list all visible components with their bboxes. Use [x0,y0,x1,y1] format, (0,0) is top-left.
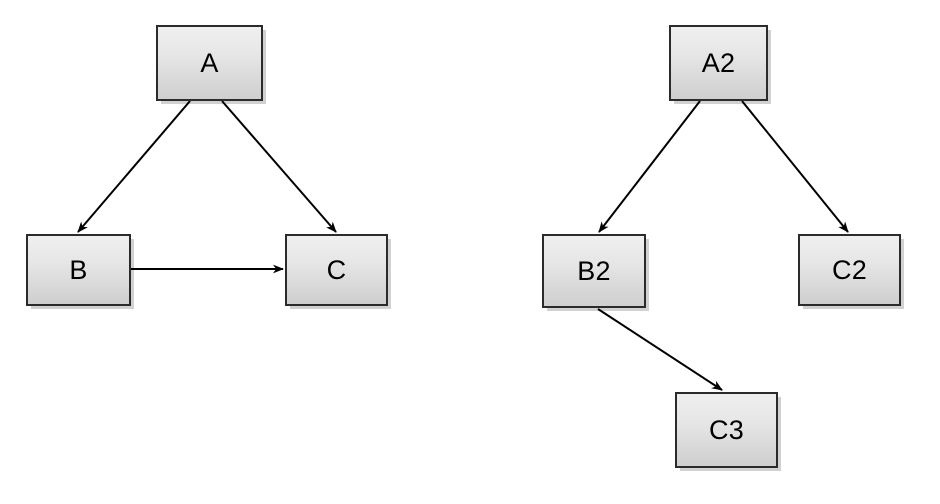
edge-b2-to-c3 [597,308,723,391]
node-c[interactable]: C [285,234,388,306]
edge-a2-to-c2 [741,100,849,233]
node-b2[interactable]: B2 [542,234,646,308]
node-label-c: C [326,254,347,285]
node-label-c2: C2 [832,254,867,285]
node-label-b: B [69,254,88,285]
node-label-b2: B2 [577,255,611,286]
node-label-a2: A2 [701,47,736,78]
edge-a-to-c [221,100,337,233]
node-a[interactable]: A [156,25,263,101]
node-label-a: A [200,47,219,78]
node-a2[interactable]: A2 [669,25,768,101]
node-c3[interactable]: C3 [675,392,778,468]
edge-a2-to-b2 [598,100,701,233]
node-c2[interactable]: C2 [798,234,901,306]
node-label-c3: C3 [709,414,744,445]
edges-group [77,100,849,391]
node-b[interactable]: B [26,234,131,306]
edge-a-to-b [77,100,191,233]
